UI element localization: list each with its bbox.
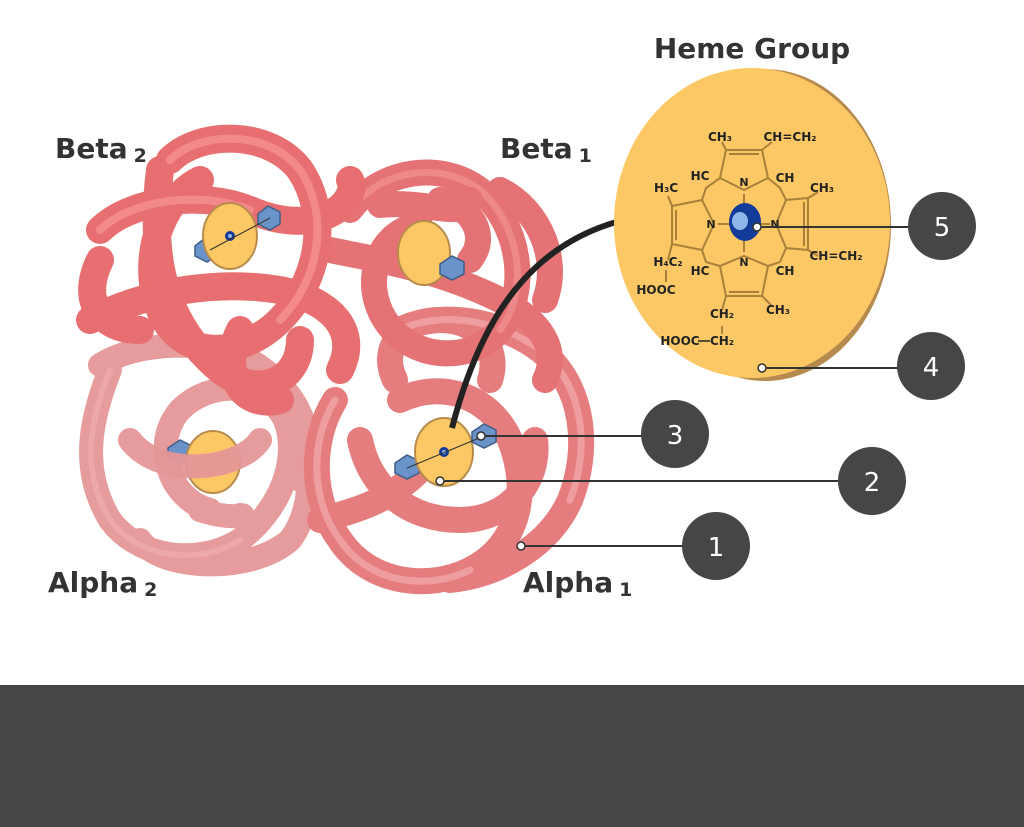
callout-4: 4 xyxy=(897,332,965,400)
svg-text:CH₂: CH₂ xyxy=(710,307,734,321)
svg-text:5: 5 xyxy=(934,213,951,243)
svg-text:CH₃: CH₃ xyxy=(708,130,732,144)
heme-unit-beta1 xyxy=(367,187,483,286)
footer-bar xyxy=(0,685,1024,827)
hemoglobin-chains xyxy=(76,124,595,595)
iron-center xyxy=(729,203,761,241)
svg-text:HC: HC xyxy=(691,264,710,278)
svg-text:CH₃: CH₃ xyxy=(766,303,790,317)
svg-text:CH: CH xyxy=(776,264,795,278)
heme-chem-labels: N N N N CH₃ CH=CH₂ HC CH H₃C CH₃ CH=CH₂ … xyxy=(636,130,862,348)
nitrogen-top: N xyxy=(739,176,748,189)
svg-text:1: 1 xyxy=(708,533,725,563)
callout-5: 5 xyxy=(908,192,976,260)
porphyrin-structure xyxy=(665,141,819,334)
svg-text:CH₃: CH₃ xyxy=(810,181,834,195)
svg-text:3: 3 xyxy=(667,421,684,451)
svg-text:CH: CH xyxy=(776,171,795,185)
heme-group-title: Heme Group xyxy=(654,32,850,65)
svg-text:CH=CH₂: CH=CH₂ xyxy=(763,130,816,144)
nitrogen-left: N xyxy=(706,218,715,231)
callout-3: 3 xyxy=(641,400,709,468)
svg-text:HC: HC xyxy=(691,169,710,183)
svg-text:4: 4 xyxy=(923,353,940,383)
alpha2-highlight xyxy=(88,367,243,559)
callout-anchor-dots xyxy=(435,222,767,551)
svg-text:H₄C₂: H₄C₂ xyxy=(653,255,682,269)
callout-1: 1 xyxy=(682,512,750,580)
callout-leaders xyxy=(440,226,912,547)
svg-text:CH=CH₂: CH=CH₂ xyxy=(809,249,862,263)
heme-unit-beta2 xyxy=(194,202,281,270)
svg-text:HOOC: HOOC xyxy=(660,334,699,348)
nitrogen-bottom: N xyxy=(739,256,748,269)
callout-2: 2 xyxy=(838,447,906,515)
heme-disk-icon xyxy=(397,220,451,286)
svg-text:CH₂: CH₂ xyxy=(710,334,734,348)
svg-text:HOOC: HOOC xyxy=(636,283,675,297)
ligand-icon xyxy=(394,454,420,480)
svg-text:2: 2 xyxy=(864,468,881,498)
zoom-arrow xyxy=(449,218,632,429)
ligand-icon xyxy=(439,255,465,281)
nitrogen-right: N xyxy=(770,218,779,231)
heme-unit-alpha2 xyxy=(118,428,272,494)
heme-unit-alpha1 xyxy=(394,417,497,487)
svg-text:H₃C: H₃C xyxy=(654,181,678,195)
